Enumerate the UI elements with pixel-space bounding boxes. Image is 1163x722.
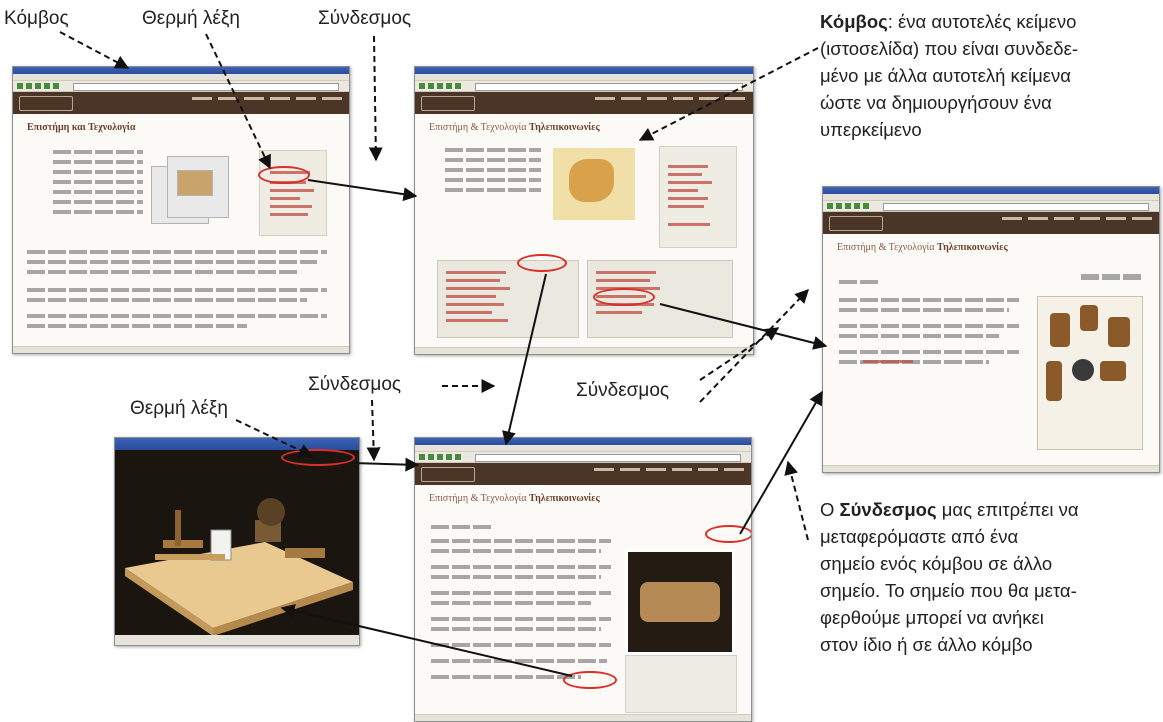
window-toolbar <box>415 452 751 463</box>
pointer-link-definition <box>784 460 809 541</box>
site-banner <box>13 92 349 114</box>
screens-illustration <box>151 152 231 232</box>
window-menubar <box>415 445 751 452</box>
page-heading: Επιστήμη & Τεχνολογία Τηλεπικοινωνίες <box>837 242 1008 253</box>
window-statusbar <box>415 347 753 354</box>
link-definition-line-3: σημείο ενός κόμβου σε άλλο <box>820 553 1053 574</box>
pointer-link-middle-down <box>366 399 381 462</box>
link-highlight-right[interactable] <box>593 288 655 306</box>
node-definition: Κόμβος: ένα αυτοτελές κείμενο (ιστοσελίδ… <box>820 8 1160 143</box>
pointer-node-top <box>59 31 130 69</box>
page-content: Επιστήμη & Τεχνολογία Τηλεπικοινωνίες <box>415 485 751 720</box>
node-definition-line-3: μένο με άλλα αυτοτελή κείμενα <box>820 65 1071 86</box>
window-statusbar <box>823 465 1159 472</box>
link-definition-line-6: στον ίδιο ή σε άλλο κόμβο <box>820 634 1033 655</box>
window-toolbar <box>823 201 1159 212</box>
label-node-top: Κόμβος <box>4 8 69 29</box>
window-titlebar <box>415 67 753 74</box>
telegraph-thumbnail <box>625 549 735 655</box>
window-toolbar <box>415 81 753 92</box>
link-definition: Ο Σύνδεσμος μας επιτρέπει να μεταφερόμασ… <box>820 496 1160 658</box>
webpage-window-science: Επιστήμη και Τεχνολογία <box>12 66 350 354</box>
link-highlight-photo[interactable] <box>563 671 617 689</box>
webpage-window-telephones: Επιστήμη & Τεχνολογία Τηλεπικοινωνίες <box>822 186 1160 473</box>
link-definition-term: Σύνδεσμος <box>839 499 937 520</box>
link-highlight-telephones[interactable] <box>705 525 751 543</box>
site-menu[interactable] <box>593 468 745 471</box>
link-definition-line-5: φερθούμε μπορεί να ανήκει <box>820 607 1044 628</box>
site-banner <box>415 92 753 114</box>
sidebar-links <box>659 146 737 248</box>
window-statusbar <box>115 635 359 645</box>
site-menu[interactable] <box>594 97 747 100</box>
site-banner <box>823 212 1159 234</box>
label-link-right: Σύνδεσμος <box>576 380 670 401</box>
site-menu[interactable] <box>1001 217 1153 220</box>
window-menubar <box>415 74 753 81</box>
node-definition-line-4: ώστε να δημιουργήσουν ένα <box>820 92 1052 113</box>
hot-word-highlight[interactable] <box>258 166 310 184</box>
node-definition-line-5: υπερκείμενο <box>820 119 922 140</box>
node-definition-line-1: : ένα αυτοτελές κείμενο <box>887 11 1077 32</box>
page-content: Επιστήμη & Τεχνολογία Τηλεπικοινωνίες <box>415 114 753 353</box>
window-titlebar <box>823 187 1159 194</box>
address-bar[interactable] <box>73 83 339 91</box>
link-definition-line-4: σημείο. Το σημείο που θα μετα- <box>820 580 1077 601</box>
window-toolbar <box>13 81 349 92</box>
address-bar[interactable] <box>883 203 1149 211</box>
node-definition-line-2: (ιστοσελίδα) που είναι συνδεδε- <box>820 38 1078 59</box>
page-heading: Επιστήμη και Τεχνολογία <box>27 122 136 133</box>
map-illustration <box>553 148 635 220</box>
site-menu[interactable] <box>191 97 343 100</box>
photo-window-telegraph <box>114 437 360 646</box>
window-titlebar <box>415 438 751 445</box>
page-content: Επιστήμη & Τεχνολογία Τηλεπικοινωνίες <box>823 234 1159 471</box>
page-content: Επιστήμη και Τεχνολογία <box>13 114 349 352</box>
link-arrow-4 <box>351 457 420 472</box>
site-logo <box>421 467 475 482</box>
label-hot-word-left: Θερμή λέξη <box>130 398 228 419</box>
webpage-window-telegraph: Επιστήμη & Τεχνολογία Τηλεπικοινωνίες <box>414 437 752 722</box>
site-logo <box>19 96 73 111</box>
hot-word-highlight[interactable] <box>281 449 355 466</box>
link-definition-line-1: μας επιτρέπει να <box>936 499 1079 520</box>
address-bar[interactable] <box>475 83 743 91</box>
window-statusbar <box>13 346 349 353</box>
link-definition-prefix: Ο <box>820 499 840 520</box>
page-heading: Επιστήμη & Τεχνολογία Τηλεπικοινωνίες <box>429 493 600 504</box>
label-link-middle: Σύνδεσμος <box>308 374 402 395</box>
node-definition-term: Κόμβος <box>820 11 888 32</box>
link-highlight-left[interactable] <box>517 254 567 272</box>
link-arrow-5 <box>739 390 823 535</box>
address-bar[interactable] <box>475 454 741 462</box>
page-heading: Επιστήμη & Τεχνολογία Τηλεπικοινωνίες <box>429 122 600 133</box>
label-hot-word-top: Θερμή λέξη <box>142 8 240 29</box>
window-menubar <box>13 74 349 81</box>
telegraph-photo <box>115 450 359 635</box>
pointer-link-top <box>368 35 383 162</box>
window-titlebar <box>13 67 349 74</box>
sidebar-links <box>259 150 327 236</box>
topics-box-left <box>437 260 579 338</box>
thumbnail-caption <box>625 655 737 713</box>
telephones-illustration <box>1037 296 1143 450</box>
window-statusbar <box>415 714 751 721</box>
link-definition-line-2: μεταφερόμαστε από ένα <box>820 526 1019 547</box>
site-logo <box>829 216 883 231</box>
label-link-top: Σύνδεσμος <box>318 8 412 29</box>
site-banner <box>415 463 751 485</box>
webpage-window-telecom: Επιστήμη & Τεχνολογία Τηλεπικοινωνίες <box>414 66 754 355</box>
site-logo <box>421 96 475 111</box>
window-menubar <box>823 194 1159 201</box>
